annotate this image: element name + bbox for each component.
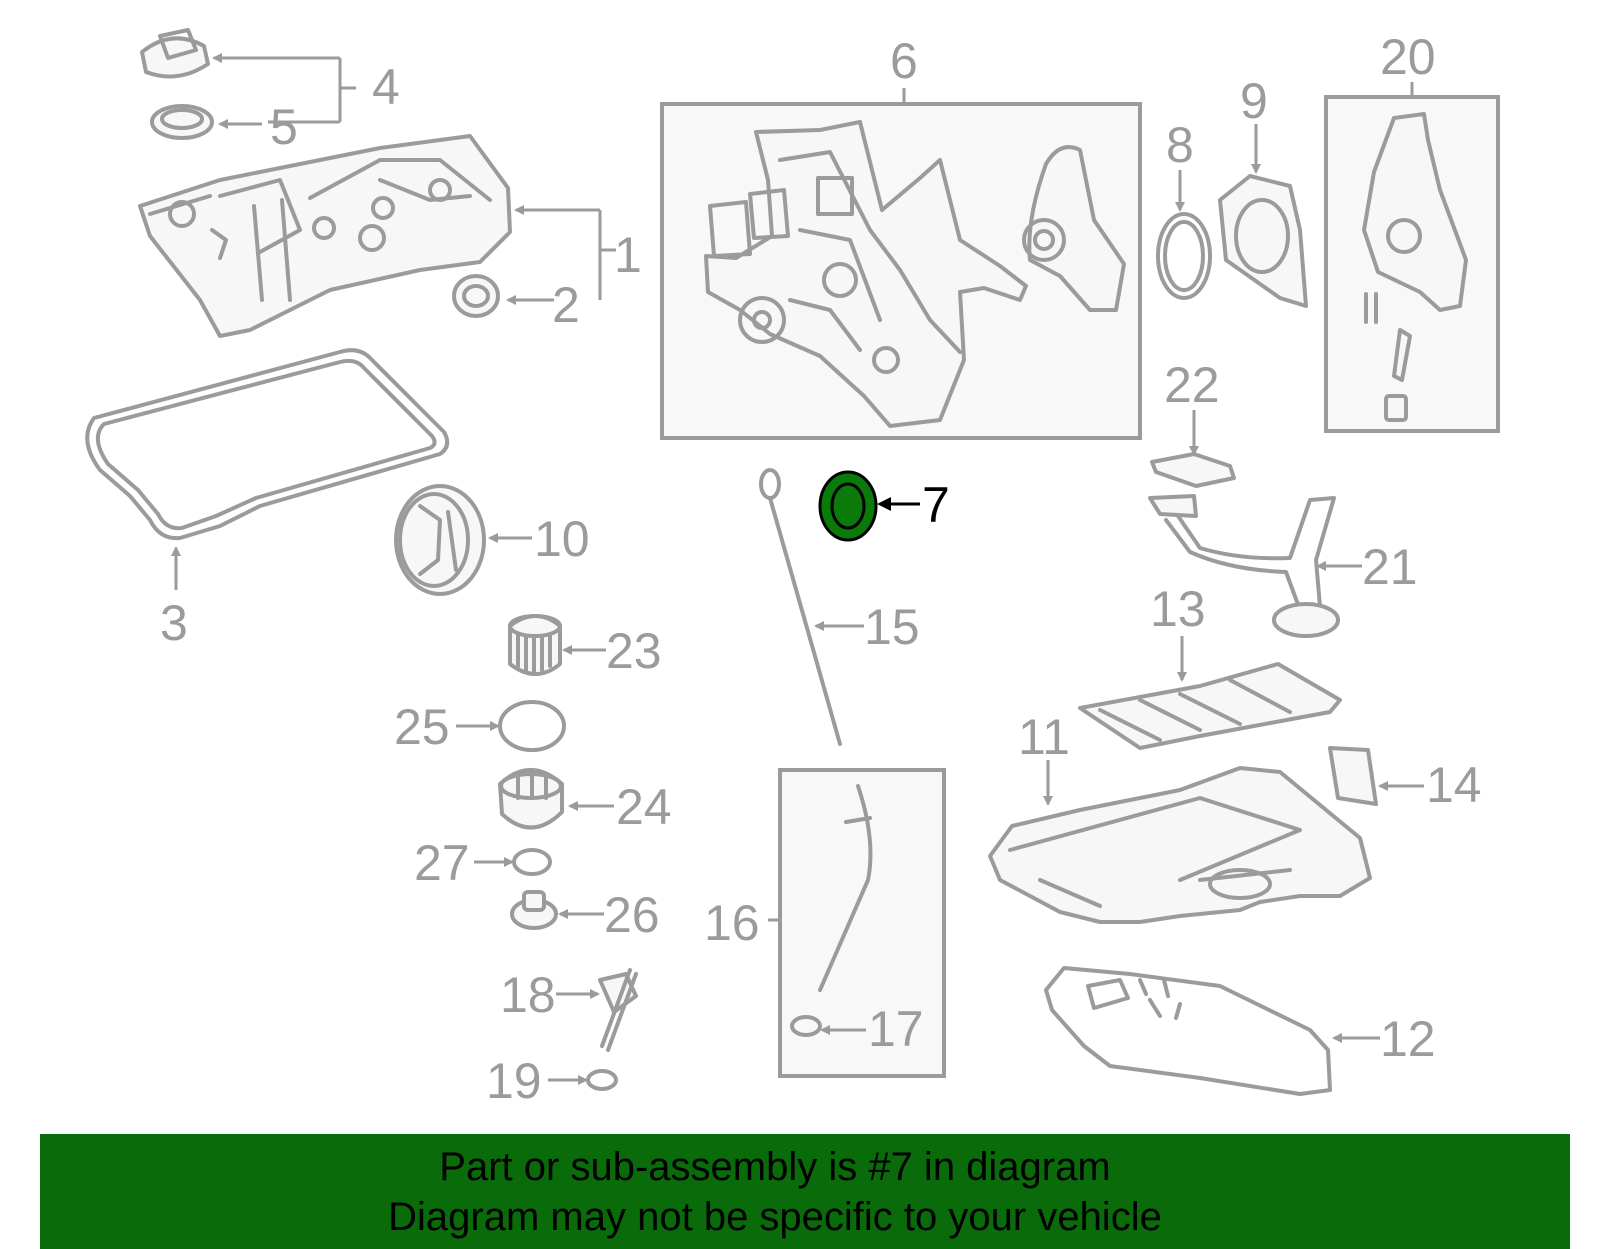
oil-strainer-part bbox=[1148, 494, 1340, 638]
banner-line-2: Diagram may not be specific to your vehi… bbox=[388, 1195, 1162, 1239]
callout-7: 7 bbox=[922, 477, 950, 533]
callout-26: 26 bbox=[604, 887, 660, 943]
timing-chain-cover-part bbox=[704, 120, 1126, 428]
oil-pump-seal-ring-part bbox=[1156, 212, 1212, 300]
callout-19: 19 bbox=[486, 1053, 542, 1109]
callout-11: 11 bbox=[1018, 709, 1070, 765]
leader-1-bracket bbox=[598, 210, 616, 300]
callout-20: 20 bbox=[1380, 29, 1436, 85]
oil-pan-upper-part bbox=[988, 766, 1372, 924]
drain-plug-o-ring-part bbox=[512, 848, 552, 876]
filler-cap-gasket-part bbox=[150, 104, 214, 140]
callout-16: 16 bbox=[704, 895, 760, 951]
callout-10: 10 bbox=[534, 511, 590, 567]
fitting-o-ring-part bbox=[586, 1069, 618, 1091]
callout-23: 23 bbox=[606, 623, 662, 679]
callout-27: 27 bbox=[414, 835, 470, 891]
fitting-part bbox=[598, 968, 638, 1052]
info-banner: Part or sub-assembly is #7 in diagram Di… bbox=[40, 1134, 1570, 1249]
leader-4 bbox=[214, 58, 356, 122]
callout-25: 25 bbox=[394, 699, 450, 755]
callout-18: 18 bbox=[500, 967, 556, 1023]
filter-cap-o-ring-part bbox=[498, 700, 566, 752]
callout-4: 4 bbox=[372, 59, 400, 115]
oil-dipstick-part bbox=[759, 468, 842, 746]
banner-line-1: Part or sub-assembly is #7 in diagram bbox=[439, 1145, 1111, 1189]
oil-pan-lower-part bbox=[1044, 966, 1332, 1096]
callout-5: 5 bbox=[270, 99, 298, 155]
valve-cover-seal-part bbox=[452, 274, 500, 318]
callout-15: 15 bbox=[864, 599, 920, 655]
callout-24: 24 bbox=[616, 779, 672, 835]
oil-filler-cap-part bbox=[140, 28, 210, 79]
oil-pan-cover-plate-part bbox=[1328, 746, 1378, 806]
callout-9: 9 bbox=[1240, 73, 1268, 129]
callout-1: 1 bbox=[614, 227, 642, 283]
callout-8: 8 bbox=[1166, 117, 1194, 173]
oil-pan-baffle-part bbox=[1078, 662, 1342, 750]
valve-cover-part bbox=[138, 134, 512, 338]
oil-strainer-gasket-part bbox=[1150, 452, 1236, 488]
oil-pump-assembly-part bbox=[1362, 112, 1468, 422]
callout-21: 21 bbox=[1362, 539, 1418, 595]
timing-cover-gasket-part bbox=[1218, 174, 1308, 308]
oil-pan-gasket-part bbox=[85, 348, 450, 541]
callout-12: 12 bbox=[1380, 1011, 1436, 1067]
callout-6: 6 bbox=[890, 33, 918, 89]
drain-plug-part bbox=[510, 890, 558, 930]
callout-13: 13 bbox=[1150, 581, 1206, 637]
callout-2: 2 bbox=[552, 277, 580, 333]
callout-3: 3 bbox=[160, 595, 188, 651]
callout-14: 14 bbox=[1426, 757, 1482, 813]
callout-17: 17 bbox=[868, 1001, 924, 1057]
oil-dipstick-guide-part bbox=[818, 784, 873, 992]
callout-22: 22 bbox=[1164, 357, 1220, 413]
crankshaft-pulley-part bbox=[394, 484, 486, 596]
oil-filter-cap-part bbox=[498, 768, 564, 830]
front-crankshaft-oil-seal-part bbox=[818, 470, 878, 542]
oil-filter-element-part bbox=[508, 614, 562, 676]
